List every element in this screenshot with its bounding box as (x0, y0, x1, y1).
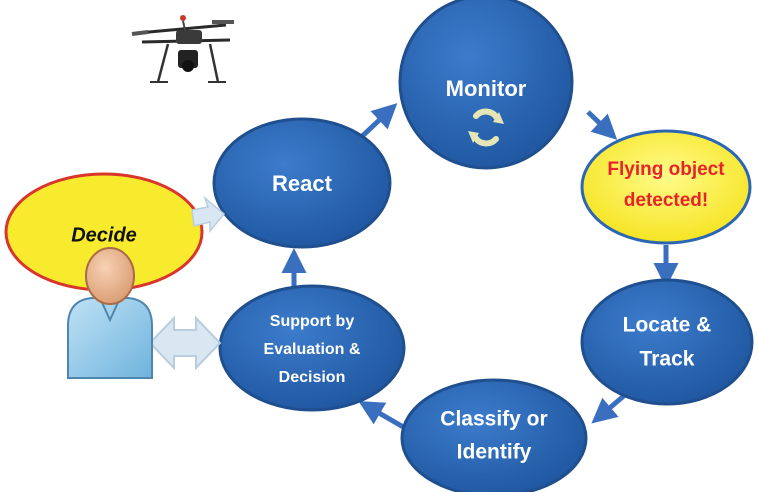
alert-line2: detected! (624, 190, 708, 211)
node-classify-identify: Classify or Identify (400, 378, 588, 492)
decide-label: Decide (71, 224, 137, 246)
exchange-arrow (148, 315, 222, 371)
node-support-evaluation-decision: Support by Evaluation & Decision (218, 284, 406, 412)
classify-line2: Identify (457, 441, 532, 464)
node-flying-object-detected: Flying object detected! (580, 129, 752, 245)
node-monitor-label: Monitor (446, 76, 527, 101)
node-locate-track: Locate & Track (580, 278, 754, 406)
locate-line2: Track (640, 348, 695, 371)
node-monitor: Monitor (398, 0, 574, 170)
node-react-label: React (272, 171, 333, 196)
support-line1: Support by (270, 313, 355, 330)
arrow-monitor-to-detected (586, 110, 618, 140)
support-line2: Evaluation & (264, 341, 361, 358)
locate-line1: Locate & (623, 314, 712, 337)
node-decide: Decide (4, 172, 204, 292)
person-icon (67, 247, 153, 379)
alert-line1: Flying object (607, 159, 725, 180)
decide-to-react-arrow (191, 195, 226, 234)
arrow-classify-to-support (358, 400, 407, 431)
refresh-icon (468, 108, 504, 147)
node-react: React (212, 117, 392, 249)
support-line3: Decision (279, 369, 346, 386)
drone-icon (131, 15, 234, 83)
classify-line1: Classify or (440, 408, 547, 431)
